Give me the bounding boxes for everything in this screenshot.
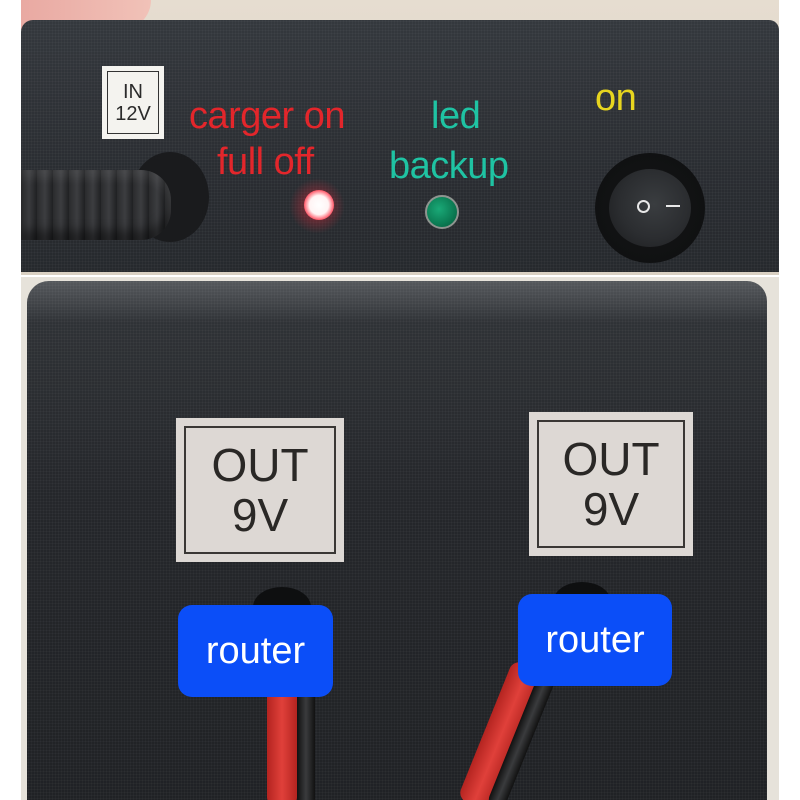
bottom-photo-panel: OUT 9V OUT 9V router router — [21, 277, 779, 800]
charger-led-red-icon — [304, 190, 334, 220]
output-voltage-label-right: OUT 9V — [529, 412, 693, 556]
output-label-line2: 9V — [582, 483, 640, 535]
charger-annotation-line1: carger on — [189, 95, 346, 137]
led-annotation-line1: led — [431, 95, 481, 137]
router-badge-label: router — [205, 630, 306, 672]
photo-frame: IN 12V carger on full off led backup on … — [21, 0, 779, 800]
input-label-line2: 12V — [115, 102, 151, 125]
charger-annotation-line2: full off — [217, 141, 314, 183]
output-label-line1: OUT — [211, 439, 309, 491]
output-label-line2: 9V — [231, 489, 289, 541]
backup-led-green-icon — [425, 195, 459, 229]
router-badge-right: router — [518, 594, 672, 686]
dc-power-plug — [21, 170, 171, 240]
rocker-switch-button[interactable] — [609, 169, 691, 247]
switch-on-symbol-icon — [666, 205, 680, 207]
switch-annotation: on — [595, 77, 637, 119]
input-label-line1: IN — [123, 80, 143, 103]
output-label-line1: OUT — [562, 433, 660, 485]
input-voltage-label: IN 12V — [102, 66, 164, 139]
output-voltage-label-left: OUT 9V — [176, 418, 344, 562]
red-wire-left — [267, 687, 297, 800]
top-photo-panel: IN 12V carger on full off led backup on — [21, 0, 779, 275]
black-wire-left — [297, 687, 315, 800]
switch-off-symbol-icon — [637, 200, 650, 213]
led-annotation-line2: backup — [389, 145, 509, 187]
router-badge-label: router — [545, 619, 645, 661]
router-badge-left: router — [178, 605, 333, 697]
